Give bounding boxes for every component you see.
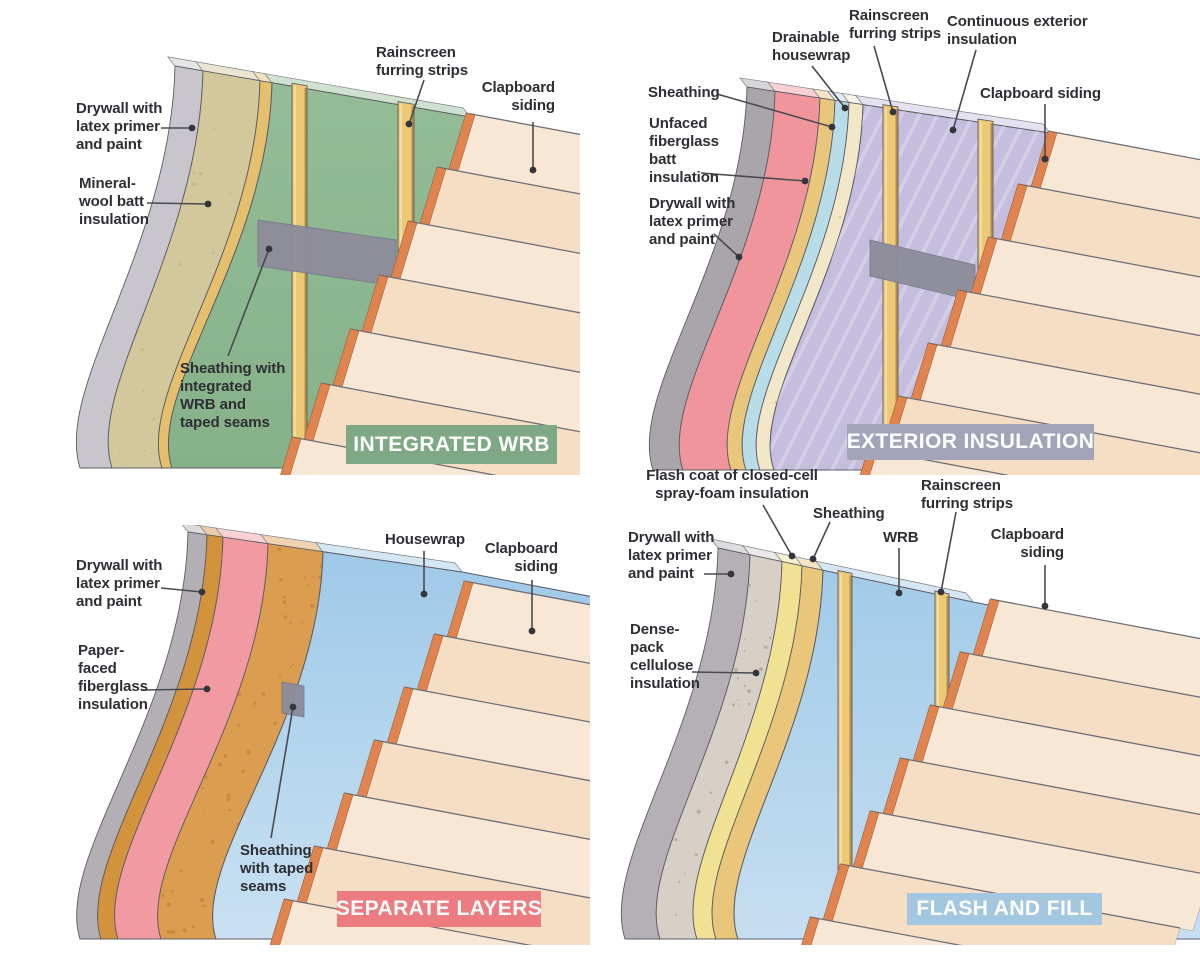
panel-separate-layers: SEPARATE LAYERS [60,525,590,945]
callout-unfaced-fiberglass-batt: Unfaced fiberglass batt insulation [649,115,719,186]
callout-rainscreen-furring: Rainscreen furring strips [376,44,468,79]
badge-integrated-wrb: INTEGRATED WRB [346,425,557,464]
callout-clapboard-siding: Clapboard siding [980,85,1101,102]
callout-continuous-exterior-insulation: Continuous exterior insulation [947,13,1088,48]
callout-wrb: WRB [883,529,919,546]
badge-exterior-insulation: EXTERIOR INSULATION [847,424,1094,460]
badge-separate-layers: SEPARATE LAYERS [336,891,542,927]
callout-rainscreen-furring: Rainscreen furring strips [921,477,1013,512]
callout-drainable-housewrap: Drainable housewrap [772,29,851,64]
panel-integrated-wrb: INTEGRATED WRB [60,55,580,475]
callout-drywall: Drywall with latex primer and paint [628,529,715,582]
callout-housewrap: Housewrap [385,531,465,548]
badge-flash-and-fill: FLASH AND FILL [907,893,1102,925]
callout-rainscreen-furring: Rainscreen furring strips [849,7,941,42]
callout-flash-coat: Flash coat of closed-cell spray-foam ins… [646,467,818,502]
wall-illustration-flash-and-fill [620,538,1200,945]
callout-drywall: Drywall with latex primer and paint [76,557,163,610]
callout-clapboard-siding: Clapboard siding [990,526,1064,561]
callout-sheathing: Sheathing [813,505,885,522]
callout-mineral-wool: Mineral- wool batt insulation [79,175,149,228]
wall-illustration-integrated-wrb [75,56,580,475]
wall-illustration-exterior-insulation [648,77,1200,475]
callout-sheathing-taped-seams: Sheathing with taped seams [240,842,314,895]
callout-clapboard-siding: Clapboard siding [484,540,558,575]
callout-drywall: Drywall with latex primer and paint [649,195,736,248]
callout-clapboard-siding: Clapboard siding [481,79,555,114]
callout-drywall: Drywall with latex primer and paint [76,100,163,153]
callout-sheathing: Sheathing [648,84,720,101]
callout-sheathing-wrb: Sheathing with integrated WRB and taped … [180,360,286,431]
callout-dense-pack-cellulose: Dense- pack cellulose insulation [630,621,700,692]
panel-flash-and-fill: FLASH AND FILL [620,525,1200,945]
panel-exterior-insulation: EXTERIOR INSULATION [645,55,1200,475]
callout-paper-faced-fiberglass: Paper- faced fiberglass insulation [78,642,148,713]
